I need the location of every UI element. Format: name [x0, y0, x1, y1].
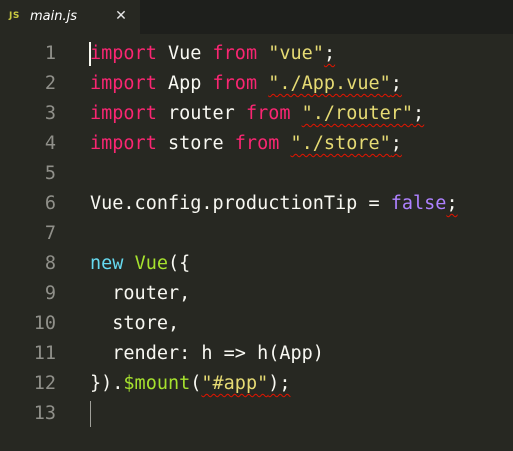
- code-line[interactable]: 12}).$mount("#app");: [0, 369, 513, 399]
- code-line[interactable]: 5: [0, 159, 513, 189]
- line-number: 11: [33, 343, 56, 364]
- code-line[interactable]: 4 import store from "./store";: [0, 129, 513, 159]
- line-number: 12: [33, 373, 56, 394]
- line-number: 13: [33, 403, 56, 424]
- indent-guide: [90, 401, 91, 427]
- tab-label: main.js: [30, 9, 77, 24]
- code-token: "./App.vue": [268, 73, 391, 94]
- line-number: 4: [44, 133, 56, 154]
- tab-main-js[interactable]: JS main.js ✕: [0, 0, 140, 34]
- code-line[interactable]: 3 import router from "./router";: [0, 99, 513, 129]
- code-token: );: [268, 373, 291, 394]
- code-token: }).: [90, 373, 124, 394]
- line-number: 6: [44, 193, 56, 214]
- code-text: router,: [90, 279, 190, 309]
- code-token: Vue.config.productionTip =: [90, 193, 391, 214]
- code-token: from: [234, 133, 280, 154]
- code-token: ;: [390, 133, 402, 154]
- line-number: 10: [33, 313, 56, 334]
- code-line[interactable]: 8 new Vue({: [0, 249, 513, 279]
- code-area[interactable]: 1 import Vue from "vue"; 2 import App from …: [0, 34, 513, 451]
- code-token: "vue": [268, 43, 324, 64]
- code-token: router,: [90, 283, 191, 304]
- code-token: [257, 43, 268, 64]
- code-token: ;: [413, 103, 425, 124]
- code-line[interactable]: 2 import App from "./App.vue";: [0, 69, 513, 99]
- code-token: Vue: [134, 253, 168, 274]
- code-token: App: [156, 73, 213, 94]
- code-token: from: [212, 43, 258, 64]
- code-line[interactable]: 1 import Vue from "vue";: [0, 39, 513, 69]
- code-token: store: [156, 133, 235, 154]
- line-number: 8: [44, 253, 56, 274]
- code-line[interactable]: 11 render: h => h(App): [0, 339, 513, 369]
- code-line[interactable]: 7: [0, 219, 513, 249]
- code-token: false: [390, 193, 447, 214]
- code-token: "./router": [301, 103, 414, 124]
- line-number: 5: [44, 163, 56, 184]
- line-number: 2: [44, 73, 56, 94]
- code-text: render: h => h(App): [90, 339, 324, 369]
- code-text: import App from "./App.vue";: [90, 69, 402, 99]
- code-text: import Vue from "vue";: [90, 39, 335, 69]
- code-text: Vue.config.productionTip = false;: [90, 189, 458, 219]
- line-number: 3: [44, 103, 56, 124]
- code-text: store,: [90, 309, 179, 339]
- code-text: new Vue({: [90, 249, 190, 279]
- code-line[interactable]: 6 Vue.config.productionTip = false;: [0, 189, 513, 219]
- code-token: "#app": [201, 373, 269, 394]
- code-token: [257, 73, 268, 94]
- code-token: ;: [390, 73, 402, 94]
- code-token: Vue: [156, 43, 213, 64]
- code-token: [279, 133, 290, 154]
- close-icon[interactable]: ✕: [115, 8, 127, 24]
- line-number: 1: [44, 43, 56, 64]
- code-token: import: [90, 73, 157, 94]
- code-text: }).$mount("#app");: [90, 369, 291, 399]
- code-token: ;: [323, 43, 336, 64]
- code-text: import store from "./store";: [90, 129, 402, 159]
- code-text: import router from "./router";: [90, 99, 424, 129]
- code-token: router: [156, 103, 246, 124]
- code-token: from: [245, 103, 291, 124]
- code-token: [291, 103, 302, 124]
- tab-bar: JS main.js ✕: [0, 0, 513, 34]
- code-token: ;: [446, 193, 458, 214]
- line-number: 9: [44, 283, 56, 304]
- code-token: ({: [167, 253, 191, 274]
- code-token: "./store": [290, 133, 391, 154]
- code-line[interactable]: 10 store,: [0, 309, 513, 339]
- code-token: import: [90, 103, 157, 124]
- code-token: (: [190, 373, 202, 394]
- code-token: new: [90, 253, 124, 274]
- code-token: render: h => h(App): [90, 343, 324, 364]
- text-cursor: [89, 42, 91, 66]
- code-token: store,: [90, 313, 180, 334]
- line-number: 7: [44, 223, 56, 244]
- code-line[interactable]: 13: [0, 399, 513, 429]
- code-token: from: [212, 73, 258, 94]
- code-token: import: [90, 43, 157, 64]
- code-token: import: [90, 133, 157, 154]
- code-line[interactable]: 9 router,: [0, 279, 513, 309]
- code-token: $mount: [123, 373, 191, 394]
- code-token: [123, 253, 134, 274]
- javascript-file-icon: JS: [9, 11, 20, 21]
